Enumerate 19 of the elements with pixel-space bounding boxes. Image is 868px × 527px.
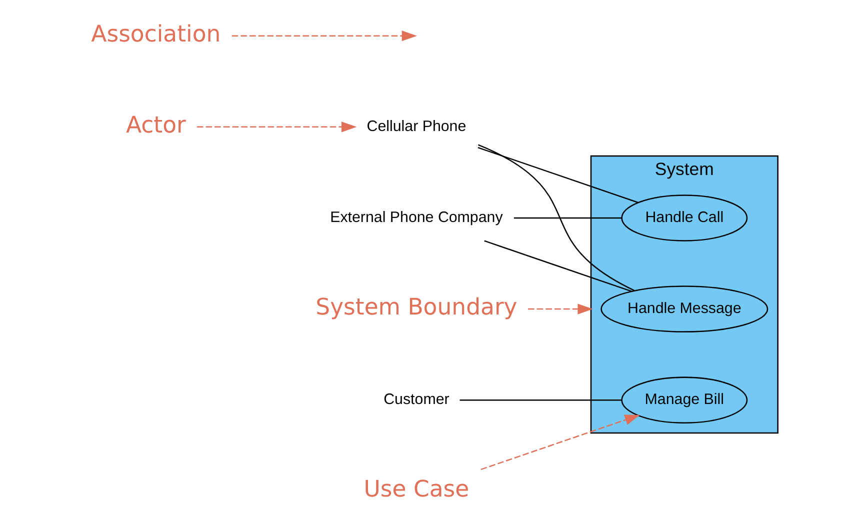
connector — [478, 144, 635, 292]
node-ellipse: Handle Call — [621, 194, 748, 242]
node-ellipse: Manage Bill — [621, 376, 748, 424]
arrow — [196, 122, 357, 132]
arrow — [480, 414, 640, 470]
connector — [484, 240, 632, 292]
node-text: Association — [91, 21, 221, 48]
connector — [514, 217, 622, 219]
arrow — [232, 30, 418, 42]
connector — [478, 146, 638, 204]
node-ellipse: Handle Message — [600, 286, 768, 332]
node-text: Customer — [384, 391, 450, 408]
node-text: Actor — [126, 112, 186, 138]
connector — [460, 399, 622, 401]
node-text: Use Case — [364, 476, 470, 503]
node-text: System Boundary — [316, 294, 518, 321]
node-text: Cellular Phone — [366, 118, 466, 135]
node-text: External Phone Company — [330, 208, 503, 226]
arrow — [528, 304, 593, 314]
